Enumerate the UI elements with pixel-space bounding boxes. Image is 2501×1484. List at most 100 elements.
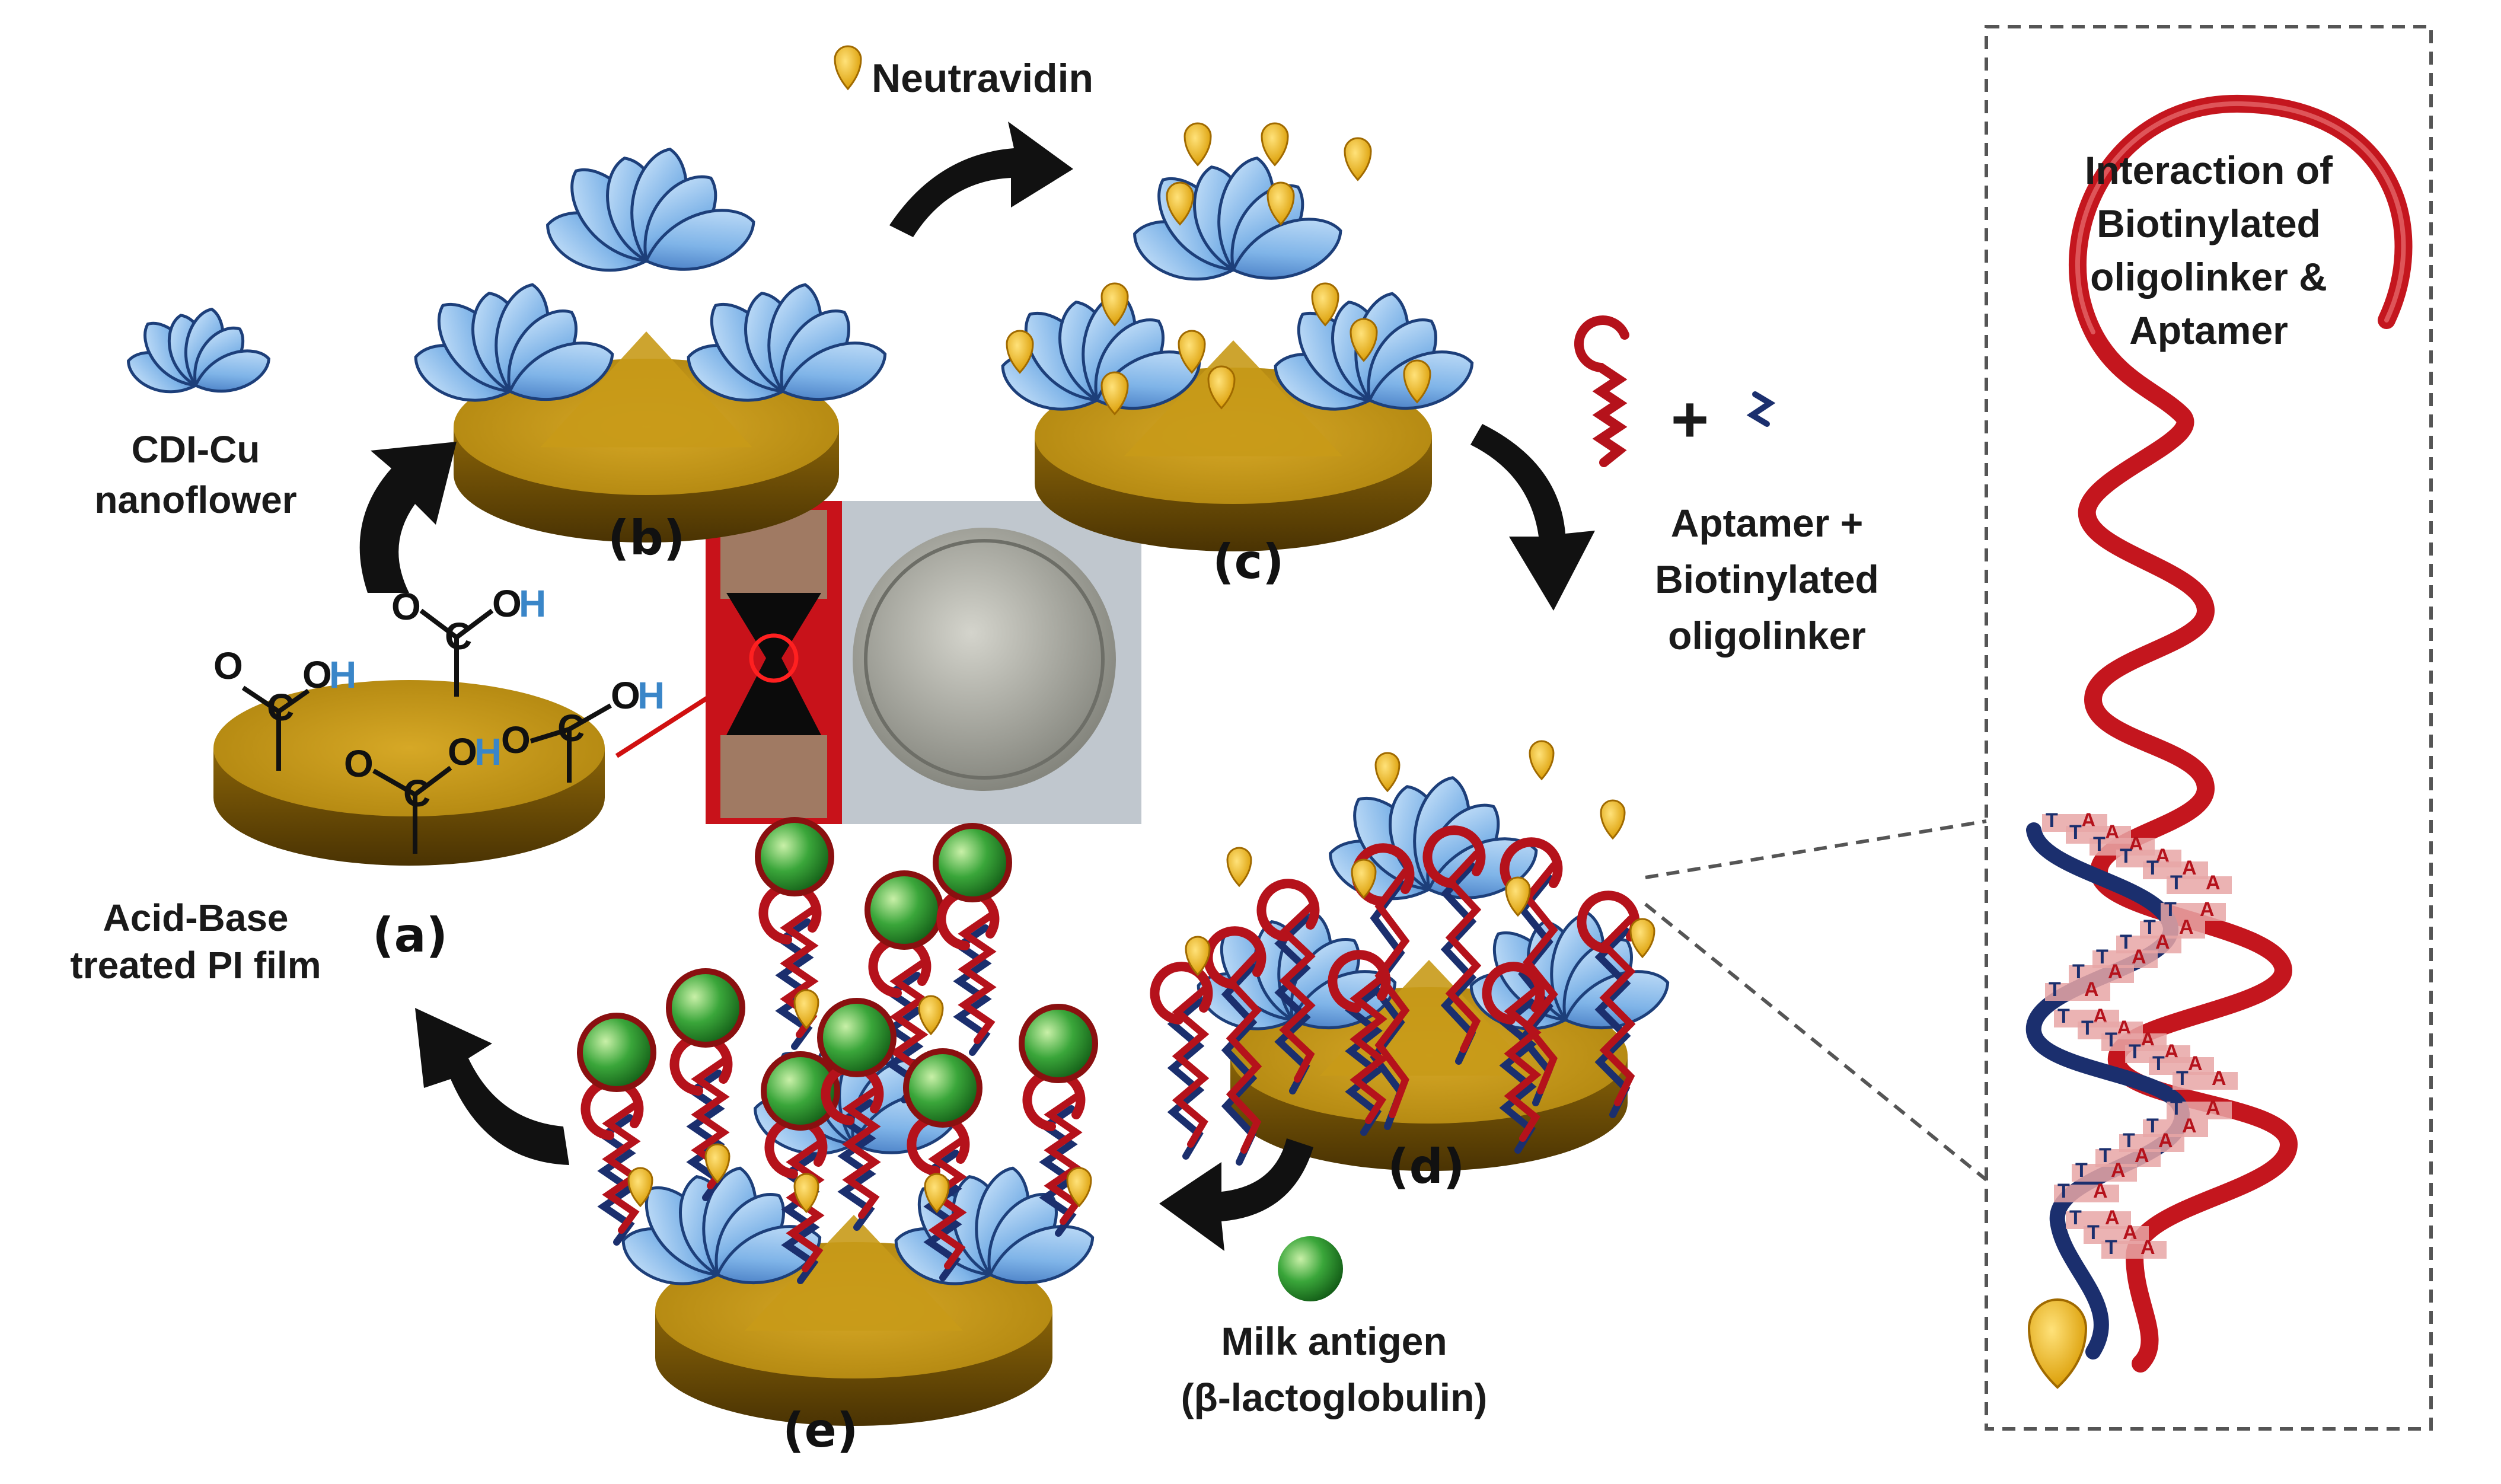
neutravidin-pin [704, 1143, 730, 1184]
petal [193, 349, 270, 393]
aptamer-label-line1: Aptamer + [1671, 501, 1864, 545]
base-t: T [2129, 1041, 2141, 1063]
chem-c-4: C [557, 707, 585, 749]
aptamer-strand [936, 888, 1000, 1056]
stage-d-aptamer-bound [1150, 740, 1670, 1171]
base-t: T [2143, 916, 2156, 939]
base-t: T [2176, 1067, 2189, 1090]
base-a: A [2140, 1236, 2155, 1259]
inset-neutravidin-pin [2027, 1298, 2088, 1389]
aptamer-strand [1256, 879, 1320, 1094]
base-t: T [2164, 898, 2177, 921]
neutravidin-pin [627, 1167, 653, 1208]
neutravidin-pin [1178, 330, 1206, 374]
base-a: A [2182, 1115, 2197, 1137]
chemistry-labels: O C O H O C O H O C O H O C O H [213, 582, 665, 815]
interaction-inset-frame [1985, 25, 2433, 1431]
cdi-cu-label-line1: CDI-Cu [132, 428, 260, 471]
petal [1231, 218, 1342, 280]
base-t: T [2057, 1180, 2070, 1202]
interaction-label-line3: oligolinker & [2090, 255, 2327, 299]
neutravidin-pin [1183, 122, 1212, 167]
neutravidin-pin [1066, 1167, 1092, 1208]
milk-antigen-label-line2: (β-lactoglobulin) [1181, 1376, 1488, 1419]
acid-base-label-line1: Acid-Base [103, 896, 289, 939]
base-t: T [2170, 872, 2183, 894]
base-t: T [2075, 1159, 2088, 1182]
neutravidin-pin [1207, 365, 1236, 410]
base-t: T [2120, 845, 2132, 867]
arrow-d-to-e [1159, 1138, 1313, 1251]
base-pair-rung [2045, 983, 2110, 1001]
neutravidin-pin [1267, 181, 1295, 226]
neutravidin-pin [1100, 282, 1129, 327]
cdi-cu-label-line2: nanoflower [94, 478, 296, 521]
neutravidin-pin [1100, 371, 1129, 416]
neutravidin-pin [1261, 122, 1289, 167]
stage-e-antigen-captured [577, 817, 1098, 1426]
nanoflower [127, 307, 270, 394]
base-pair-rung [2101, 1241, 2167, 1259]
arrow-a-to-b [359, 442, 457, 593]
milk-antigen [903, 1048, 982, 1128]
nanoflower [414, 283, 614, 402]
neutravidin-pin [918, 995, 944, 1036]
nanoflower [1133, 157, 1342, 281]
base-pair-rung [2167, 1102, 2232, 1119]
neutravidin-label: Neutravidin [872, 56, 1093, 101]
neutravidin-pin [1344, 137, 1372, 181]
aptamer-strand [580, 1077, 644, 1246]
base-a: A [2108, 960, 2123, 983]
neutravidin-pin [1226, 847, 1252, 888]
inset-connector-bottom [1644, 902, 1988, 1182]
base-pair-rung [2072, 1164, 2137, 1182]
chem-o-1: O [213, 644, 243, 687]
base-t: T [2120, 931, 2132, 953]
aptamer-strand [1422, 825, 1486, 1065]
nanoflower [687, 283, 887, 402]
chem-oh-o-1: O [302, 653, 332, 696]
base-pair-rung [2161, 903, 2226, 921]
milk-antigen [666, 968, 745, 1048]
milk-antigen-label-line1: Milk antigen [1221, 1319, 1447, 1363]
chem-o-3: O [344, 742, 374, 785]
base-a: A [2206, 872, 2221, 894]
aptamer-strand [1328, 950, 1391, 1136]
neutravidin-pin [793, 1173, 819, 1214]
neutravidin-pin [1351, 859, 1377, 899]
chem-oh-h-2: H [519, 582, 546, 625]
neutravidin-pin [924, 1173, 950, 1214]
base-a: A [2084, 978, 2099, 1001]
petal [988, 1225, 1095, 1285]
base-a: A [2135, 1144, 2149, 1167]
chem-c-2: C [445, 615, 472, 658]
milk-antigen [1019, 1004, 1098, 1083]
neutravidin-pin [1311, 282, 1339, 327]
milk-antigen [817, 998, 897, 1077]
milk-antigen [864, 870, 944, 950]
cdi-cu-nanoflower-icon [127, 307, 270, 394]
carboxyl-groups [241, 608, 612, 854]
base-a: A [2105, 1207, 2120, 1229]
base-pair-rung [2069, 965, 2134, 983]
chem-c-3: C [403, 772, 430, 815]
chem-oh-h-1: H [329, 653, 356, 696]
base-t: T [2057, 1005, 2070, 1027]
neutravidin-pin [1403, 359, 1431, 404]
inset-connector-top [1645, 819, 1987, 879]
base-pair-rung [2167, 876, 2232, 894]
base-pair-rung [2173, 1072, 2238, 1090]
base-t: T [2046, 809, 2058, 832]
base-t: T [2146, 1115, 2159, 1137]
neutravidin-pin [1006, 330, 1034, 374]
aptamer-strand [1577, 891, 1640, 1118]
neutravidin-pin [1185, 936, 1211, 976]
milk-antigen [755, 817, 834, 896]
base-a: A [2132, 946, 2146, 968]
base-t: T [2123, 1129, 2135, 1152]
base-t: T [2105, 1236, 2117, 1259]
neutravidin-pin [1374, 752, 1401, 793]
neutravidin-pin [1629, 918, 1655, 959]
